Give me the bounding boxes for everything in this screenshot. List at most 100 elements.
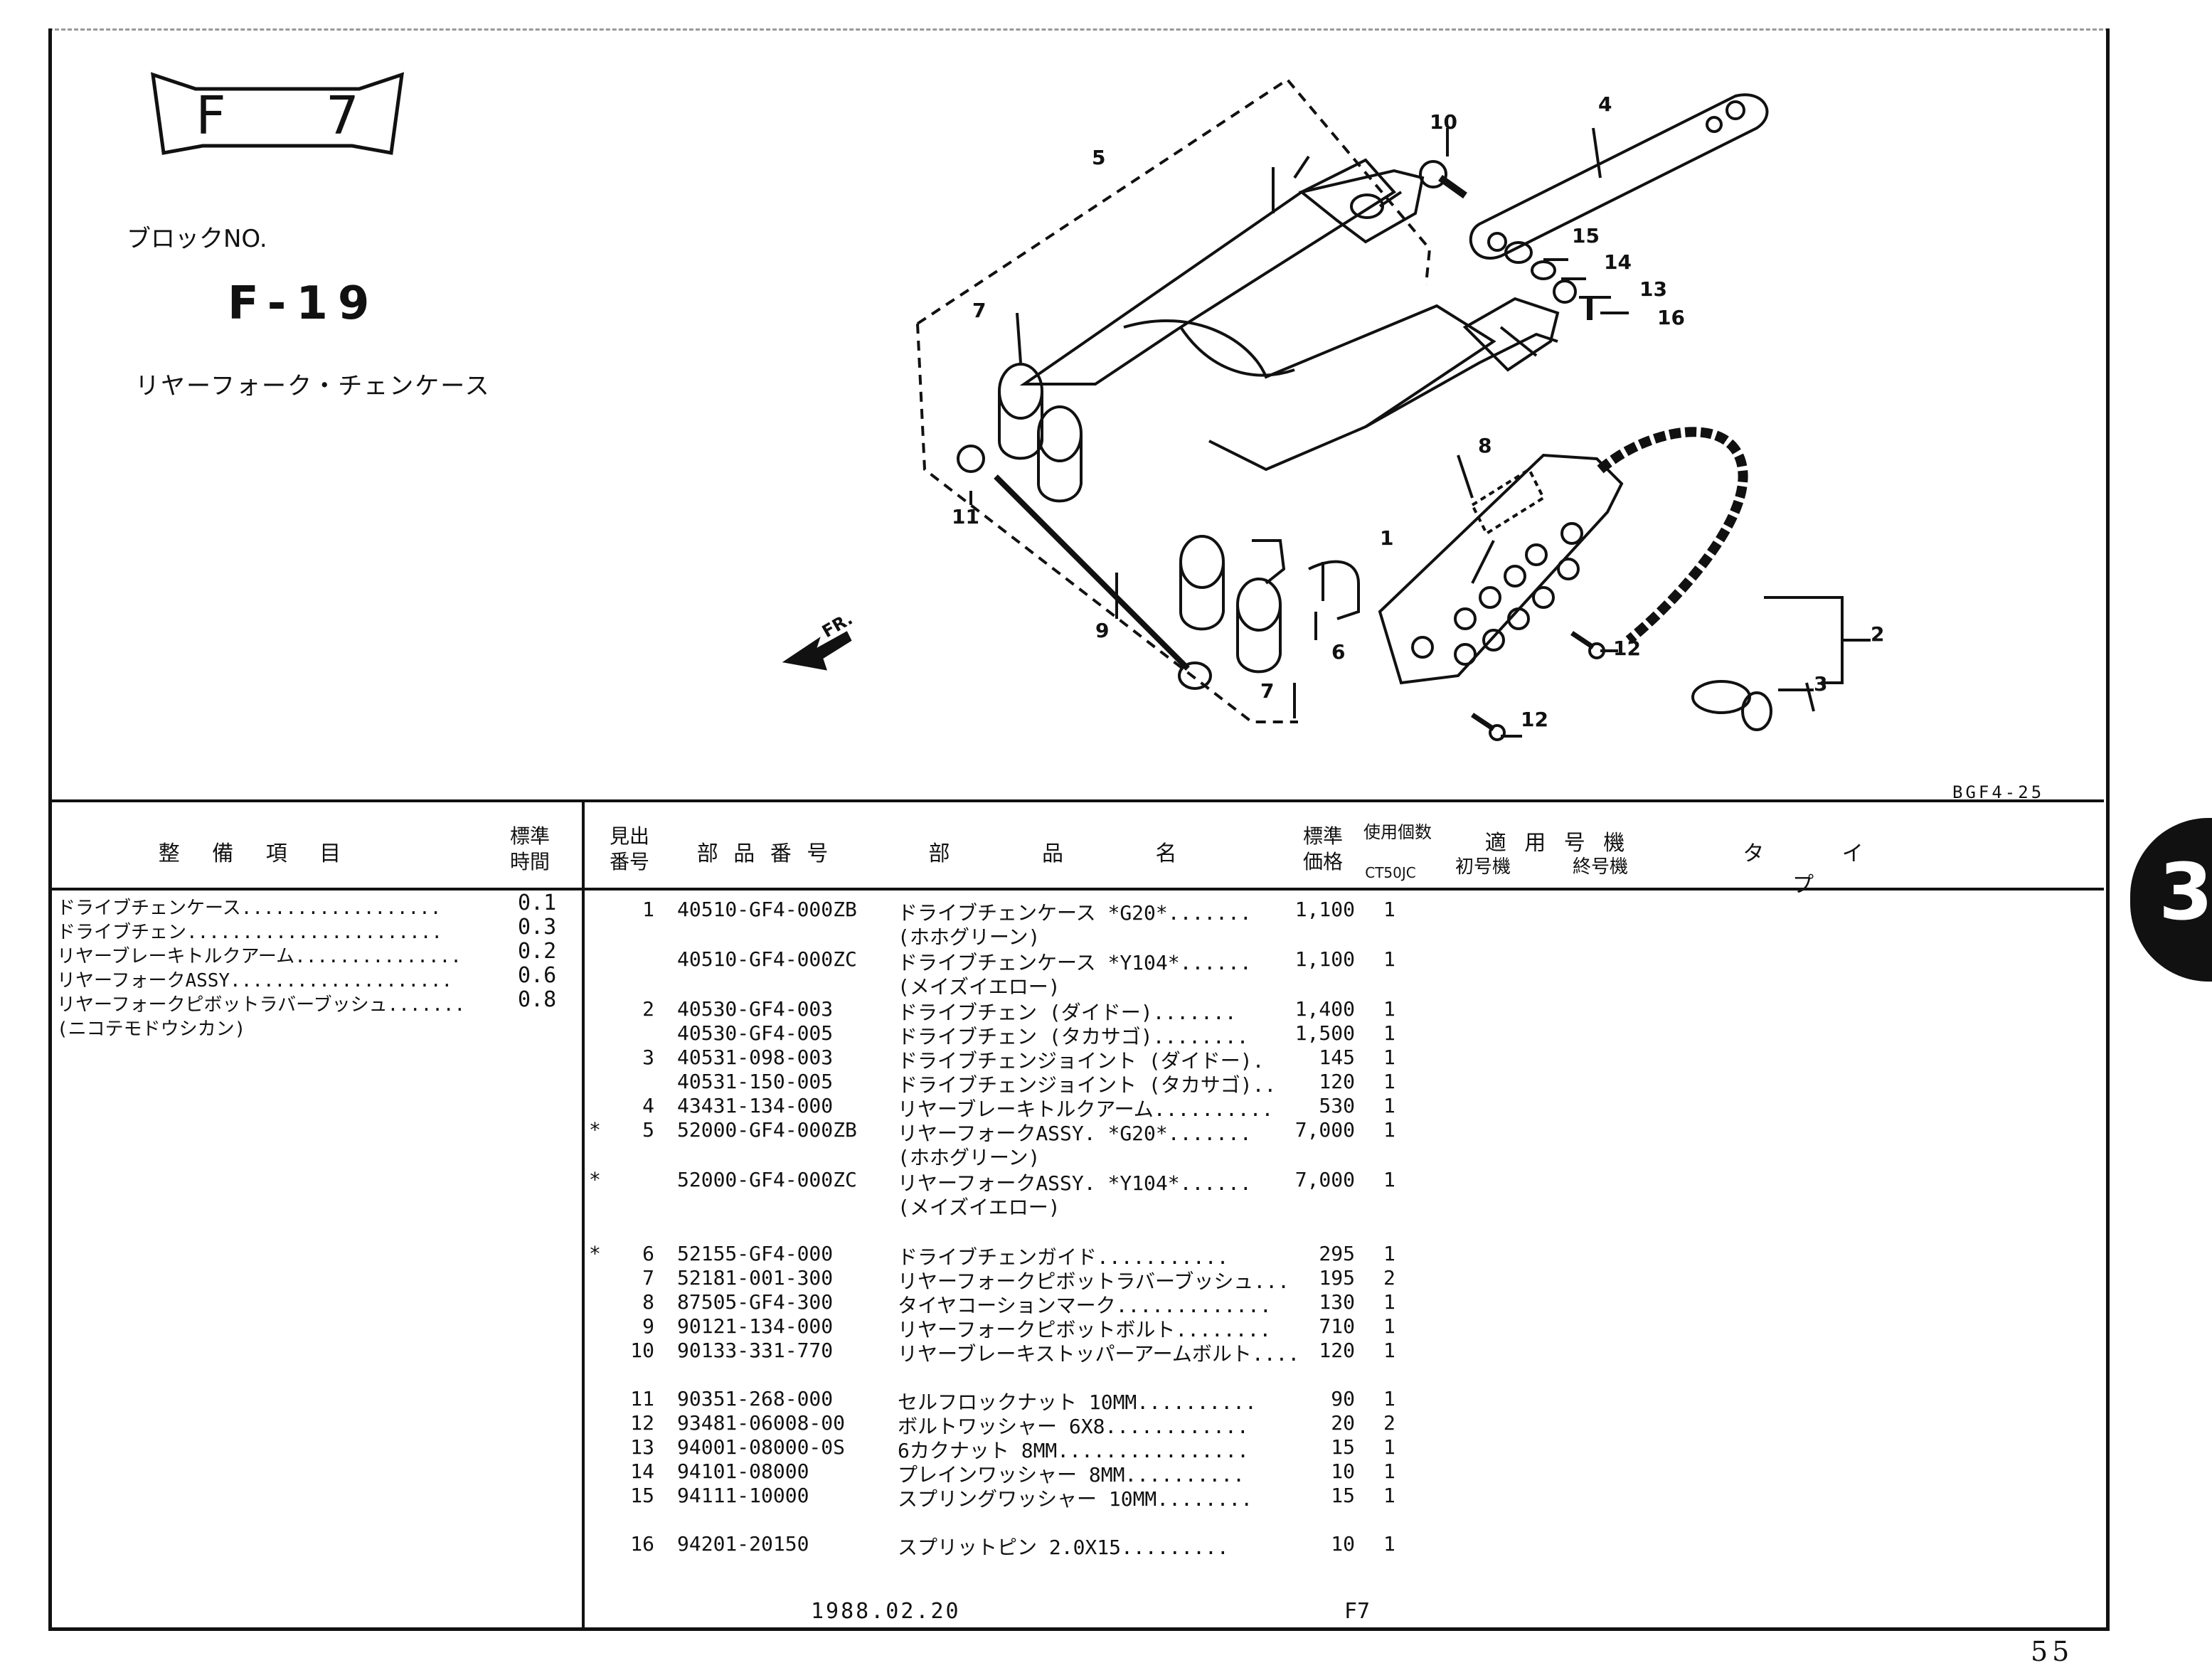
page-frame — [48, 28, 2110, 1631]
part-name: 6カクナット 8MM................ — [898, 1439, 1250, 1462]
callout-7-bottom: 7 — [1260, 679, 1275, 703]
part-name: ドライブチェン (タカサゴ)........ — [898, 1025, 1249, 1048]
part-name: (ホホグリーン) — [898, 1146, 1041, 1169]
part-ref: 13 — [630, 1435, 654, 1459]
callout-3: 3 — [1814, 672, 1828, 696]
callout-1: 1 — [1380, 526, 1394, 550]
part-qty: 1 — [1383, 1168, 1395, 1191]
footer-date: 1988.02.20 — [811, 1599, 961, 1624]
part-price: 1,100 — [1294, 898, 1355, 921]
callout-9: 9 — [1095, 619, 1110, 642]
part-name: タイヤコーションマーク............. — [898, 1294, 1272, 1317]
part-qty: 1 — [1383, 1460, 1395, 1483]
table-divider-left — [582, 799, 585, 1627]
callout-10: 10 — [1430, 110, 1457, 134]
part-price: 10 — [1331, 1460, 1355, 1483]
part-ref: 6 — [642, 1242, 654, 1265]
part-number: 90121-134-000 — [677, 1314, 834, 1338]
part-price: 1,400 — [1294, 997, 1355, 1021]
part-price: 710 — [1319, 1314, 1355, 1338]
part-number: 40530-GF4-003 — [677, 997, 834, 1021]
header-std-price: 標準 価格 — [1302, 824, 1343, 873]
part-name: ドライブチェンケース *Y104*...... — [898, 951, 1252, 974]
header-applicable: 適 用 号 機 — [1484, 831, 1631, 856]
section-tab-number: 3 — [2159, 846, 2212, 937]
part-price: 295 — [1319, 1242, 1355, 1265]
part-ref: 16 — [630, 1532, 654, 1556]
part-qty: 1 — [1383, 1387, 1395, 1410]
part-price: 15 — [1331, 1435, 1355, 1459]
part-name: ドライブチェンガイド........... — [898, 1245, 1229, 1269]
part-name: ドライブチェン (ダイドー)....... — [898, 1001, 1237, 1024]
part-number: 40510-GF4-000ZC — [677, 947, 857, 971]
part-qty: 1 — [1383, 1290, 1395, 1314]
header-part-no: 部 品 番 号 — [696, 841, 833, 866]
part-number: 40531-098-003 — [677, 1046, 834, 1069]
part-ref: 2 — [642, 997, 654, 1021]
callout-11: 11 — [952, 505, 979, 528]
part-price: 130 — [1319, 1290, 1355, 1314]
part-qty: 1 — [1383, 1242, 1395, 1265]
part-mark: * — [589, 1168, 601, 1191]
header-service-item: 整 備 項 目 — [158, 841, 354, 866]
part-number: 94111-10000 — [677, 1484, 809, 1507]
part-price: 7,000 — [1294, 1118, 1355, 1142]
part-ref: 7 — [642, 1266, 654, 1290]
block-number: F-19 — [228, 277, 380, 330]
part-number: 93481-06008-00 — [677, 1411, 846, 1435]
part-name: リヤーブレーキトルクアーム.......... — [898, 1097, 1274, 1121]
header-ref-no: 見出 番号 — [609, 824, 649, 873]
service-item-name: リヤーブレーキトルクアーム............... — [57, 946, 462, 967]
part-price: 15 — [1331, 1484, 1355, 1507]
callout-5: 5 — [1092, 146, 1106, 169]
part-price: 120 — [1319, 1070, 1355, 1093]
part-qty: 2 — [1383, 1411, 1395, 1435]
part-name: ドライブチェンジョイント (ダイドー). — [898, 1049, 1265, 1073]
part-qty: 1 — [1383, 1532, 1395, 1556]
badge-frame-icon — [150, 72, 405, 155]
part-number: 43431-134-000 — [677, 1094, 834, 1117]
part-qty: 1 — [1383, 1314, 1395, 1338]
part-ref: 12 — [630, 1411, 654, 1435]
header-first-no: 初号機 — [1455, 856, 1511, 878]
header-part-name: 部 品 名 — [928, 841, 1220, 866]
part-name: スプリットピン 2.0X15......... — [898, 1536, 1229, 1559]
part-price: 1,500 — [1294, 1021, 1355, 1045]
part-name: プレインワッシャー 8MM.......... — [898, 1463, 1245, 1487]
part-ref: 4 — [642, 1094, 654, 1117]
service-item-time: 0.1 — [518, 890, 557, 915]
part-number: 52000-GF4-000ZB — [677, 1118, 857, 1142]
part-qty: 1 — [1383, 1339, 1395, 1362]
block-label: ブロックNO. — [127, 225, 267, 253]
part-qty: 1 — [1383, 1484, 1395, 1507]
service-item-name: リヤーフォークASSY.................... — [57, 970, 453, 991]
block-name: リヤーフォーク・チェンケース — [135, 372, 491, 400]
part-number: 52000-GF4-000ZC — [677, 1168, 857, 1191]
callout-13: 13 — [1639, 277, 1667, 301]
service-item-time: 0.3 — [518, 915, 557, 940]
service-item-name: ドライブチェンケース.................. — [57, 898, 442, 919]
header-std-time: 標準 時間 — [509, 824, 550, 873]
part-name: リヤーフォークピボットボルト........ — [898, 1318, 1272, 1341]
table-header-line — [48, 888, 2104, 890]
part-name: (メイズイエロー) — [898, 975, 1060, 999]
part-price: 530 — [1319, 1094, 1355, 1117]
service-item-time: 0.2 — [518, 939, 557, 964]
part-ref: 11 — [630, 1387, 654, 1410]
footer-code: F7 — [1344, 1599, 1371, 1624]
part-name: リヤーフォークASSY. *G20*....... — [898, 1122, 1252, 1145]
part-qty: 1 — [1383, 1118, 1395, 1142]
callout-6: 6 — [1331, 640, 1346, 664]
callout-4: 4 — [1598, 92, 1612, 116]
part-number: 90133-331-770 — [677, 1339, 834, 1362]
part-qty: 1 — [1383, 1046, 1395, 1069]
part-qty: 1 — [1383, 1435, 1395, 1459]
figure-code: BGF4-25 — [1952, 782, 2045, 802]
part-qty: 1 — [1383, 1070, 1395, 1093]
part-name: リヤーブレーキストッパーアームボルト.... — [898, 1342, 1300, 1366]
part-number: 94201-20150 — [677, 1532, 809, 1556]
part-number: 90351-268-000 — [677, 1387, 834, 1410]
part-number: 87505-GF4-300 — [677, 1290, 834, 1314]
part-ref: 9 — [642, 1314, 654, 1338]
callout-2: 2 — [1871, 622, 1885, 646]
